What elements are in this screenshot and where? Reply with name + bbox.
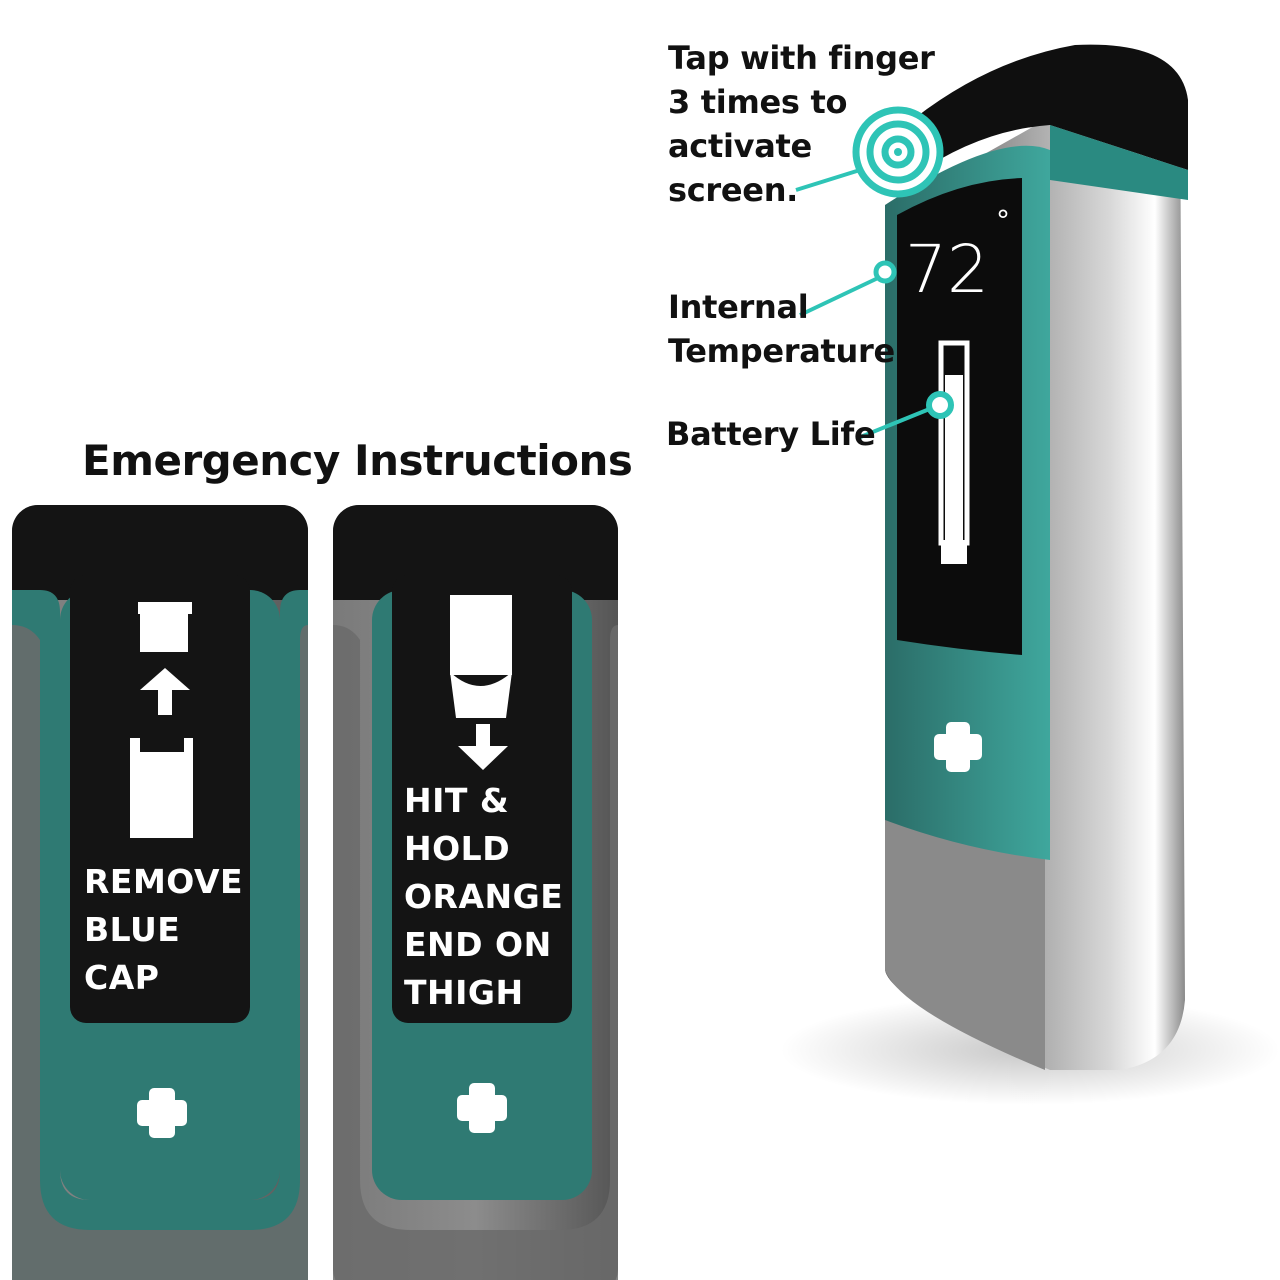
pen-hit-hold [333,505,618,1280]
cross-icon [137,1088,187,1138]
temperature-value: 72 [905,231,989,308]
callout-temperature-label: Internal Temperature [668,288,895,370]
callout-battery-label: Battery Life [666,415,876,453]
pen-remove-cap [12,505,308,1280]
tap-ring-icon [852,106,944,198]
pen-body-icon [130,738,193,838]
pen-1-instruction: REMOVE BLUE CAP [84,862,244,997]
arrow-up-icon [140,668,190,715]
injector-icon [450,595,512,718]
pen-2-instruction: HIT & HOLD ORANGE END ON THIGH [404,781,564,1012]
battery-icon [938,340,970,564]
page-title: Emergency Instructions [82,436,633,485]
callout-tap-label: Tap with finger 3 times to activate scre… [668,39,935,209]
device-3d: 72 ° [780,44,1280,1105]
cross-icon [934,722,982,772]
degree-symbol: ° [996,204,1010,237]
cap-icon [138,602,192,652]
arrow-down-icon [458,724,508,770]
cross-icon [457,1083,507,1133]
